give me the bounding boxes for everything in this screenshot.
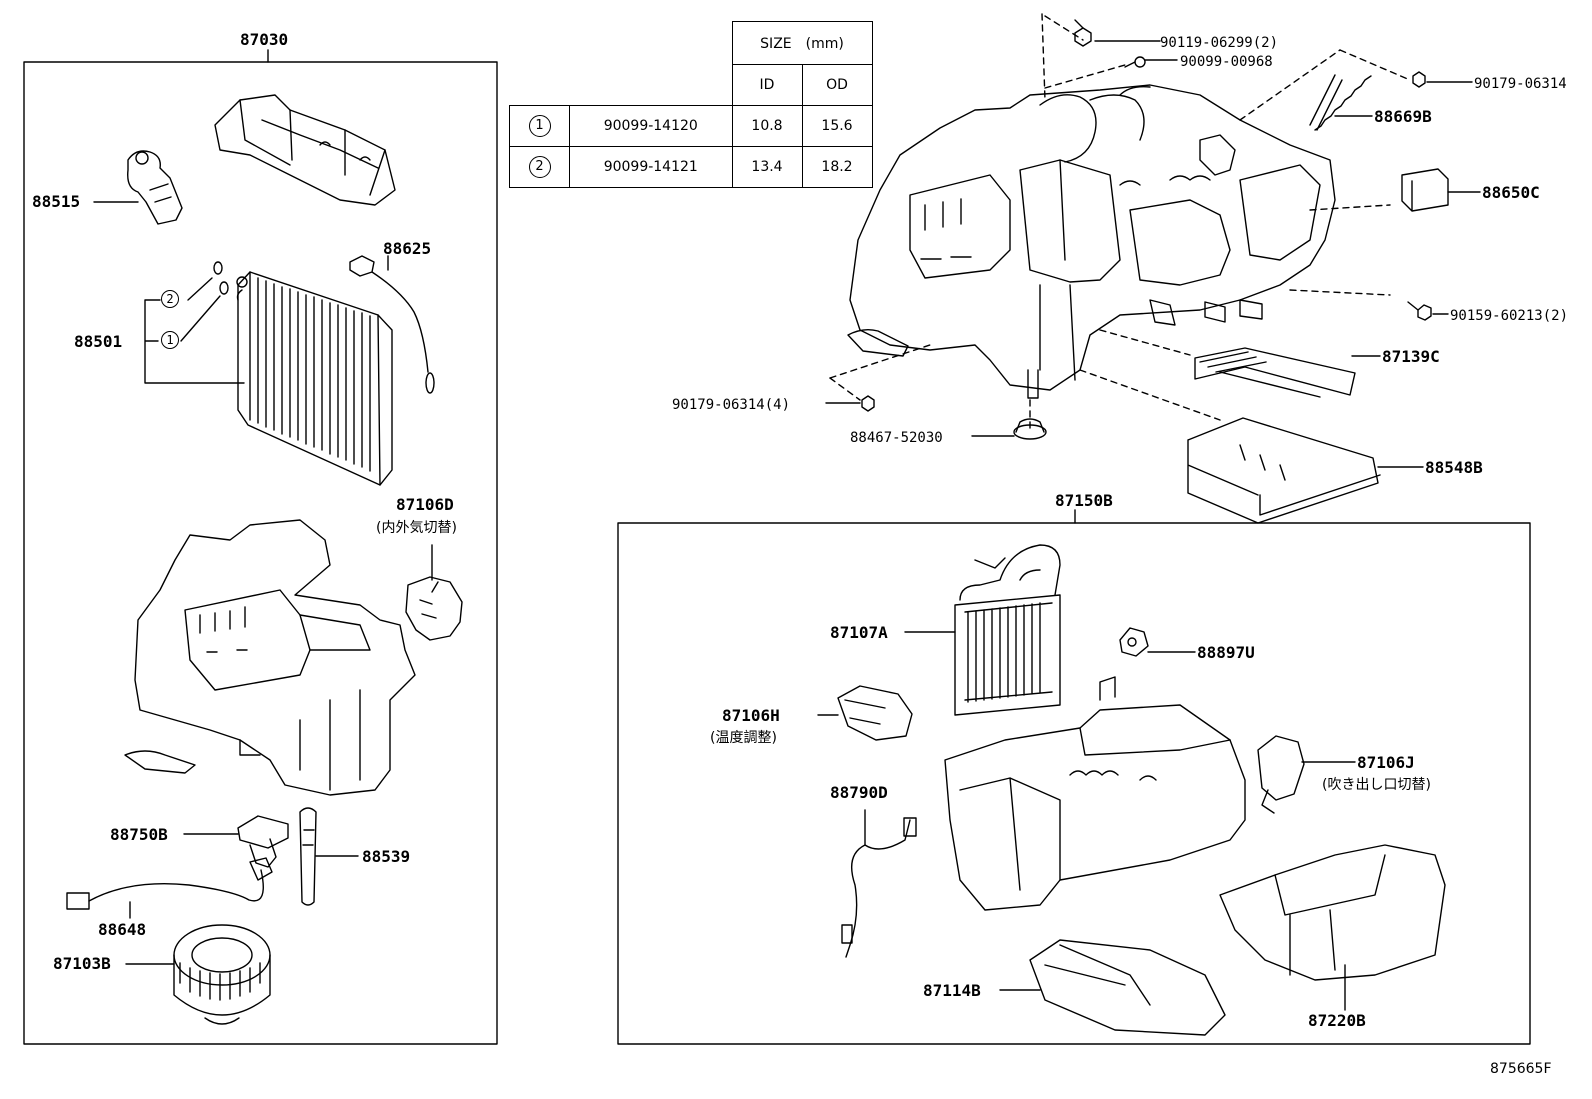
part-label-88515: 88515	[32, 192, 81, 211]
assembly-label-87150B: 87150B	[1055, 491, 1113, 510]
figure-code: 875665F	[1490, 1061, 1552, 1077]
bolt-90099-illustration	[1124, 56, 1146, 68]
frame-87030	[23, 61, 498, 1045]
case-88548B-illustration	[1187, 417, 1381, 524]
part-label-88467: 88467-52030	[850, 430, 943, 446]
part-label-88501: 88501	[74, 332, 123, 351]
part-label-88790D: 88790D	[830, 783, 888, 802]
part-label-90179b: 90179-06314(4)	[672, 397, 791, 413]
bracket-88501	[144, 299, 245, 384]
part-label-90159: 90159-60213(2)	[1450, 308, 1569, 324]
hvac-assembly-illustration	[847, 84, 1336, 399]
actuator-87106D-illustration	[405, 576, 463, 641]
duct-illustration	[214, 94, 396, 206]
size-table-col-od: OD	[801, 64, 873, 106]
o-ring-1	[219, 281, 229, 295]
actuator-87106J-illustration	[1257, 735, 1305, 814]
table-cell-part: 90099-14120	[569, 105, 733, 147]
leader-ring2	[187, 277, 213, 301]
blower-case-illustration	[124, 519, 416, 796]
table-cell-od: 18.2	[801, 146, 873, 188]
part-label-88897U: 88897U	[1197, 643, 1255, 662]
table-row: 1 90099-14120 10.8 15.6	[509, 105, 873, 147]
size-table: SIZE (mm) ID OD 1 90099-14120 10.8 15.6 …	[509, 21, 873, 188]
part-label-90119: 90119-06299(2)	[1160, 35, 1279, 51]
dashed-leaders	[829, 13, 1411, 431]
o-ring-2	[213, 261, 223, 275]
nut-90179a-illustration	[1412, 71, 1426, 88]
part-label-88650C: 88650C	[1482, 183, 1540, 202]
part-label-88669B: 88669B	[1374, 107, 1432, 126]
table-cell-od: 15.6	[801, 105, 873, 147]
heater-case-illustration	[944, 676, 1246, 911]
heater-core-87107A-illustration	[954, 544, 1061, 716]
part-label-88625: 88625	[383, 239, 432, 258]
actuator-87106H-illustration	[837, 685, 913, 741]
bolt-90119-illustration	[1074, 19, 1092, 47]
part-label-87106J: 87106J	[1357, 753, 1415, 772]
assembly-label-87030: 87030	[240, 30, 289, 49]
harness-88648-illustration	[66, 857, 273, 910]
leader-ring1	[180, 295, 221, 342]
part-label-88539: 88539	[362, 847, 411, 866]
harness-88790D-illustration	[841, 809, 917, 958]
table-cell-id: 13.4	[731, 146, 803, 188]
bolt-90159-illustration	[1407, 301, 1432, 321]
size-table-col-id: ID	[731, 64, 803, 106]
ring-callout-2: 2	[161, 290, 179, 308]
sensor-88515-illustration	[127, 150, 183, 225]
part-label-87106H: 87106H	[722, 706, 780, 725]
table-cell-id: 10.8	[731, 105, 803, 147]
part-label-88548B: 88548B	[1425, 458, 1483, 477]
part-label-88648: 88648	[98, 920, 147, 939]
thermistor-88625-illustration	[349, 255, 435, 394]
part-label-87114B: 87114B	[923, 981, 981, 1000]
part-label-88750B: 88750B	[110, 825, 168, 844]
grommet-88467-illustration	[1013, 418, 1047, 440]
part-label-90179a: 90179-06314	[1474, 76, 1567, 92]
ring-callout-1: 1	[161, 331, 179, 349]
duct-87220B-illustration	[1219, 844, 1446, 981]
ref-circle: 1	[528, 115, 551, 137]
part-label-90099: 90099-00968	[1180, 54, 1273, 70]
duct-87114B-illustration	[1029, 939, 1226, 1036]
blower-motor-87103B-illustration	[173, 924, 271, 1025]
spring-88669B-illustration	[1309, 74, 1372, 131]
table-row: 2 90099-14121 13.4 18.2	[509, 146, 873, 188]
part-note-87106J: (吹き出し口切替)	[1322, 777, 1431, 793]
table-cell-part: 90099-14121	[569, 146, 733, 188]
part-label-87139C: 87139C	[1382, 347, 1440, 366]
size-table-header: SIZE (mm)	[731, 21, 873, 65]
frame-87150B	[617, 522, 1531, 1045]
ref-circle: 2	[528, 156, 551, 178]
resistor-88750B-illustration	[237, 815, 289, 868]
nut-90179b-illustration	[861, 395, 875, 412]
filter-87139C-illustration	[1194, 347, 1356, 398]
evaporator-illustration	[236, 271, 393, 486]
part-label-87106D: 87106D	[396, 495, 454, 514]
part-label-87107A: 87107A	[830, 623, 888, 642]
block-88650C-illustration	[1401, 168, 1449, 212]
part-label-87103B: 87103B	[53, 954, 111, 973]
part-note-87106D: (内外気切替)	[376, 520, 457, 536]
part-label-87220B: 87220B	[1308, 1011, 1366, 1030]
part-note-87106H: (温度調整)	[710, 730, 777, 746]
valve-88897U-illustration	[1119, 627, 1149, 657]
tube-88539-illustration	[299, 807, 317, 906]
